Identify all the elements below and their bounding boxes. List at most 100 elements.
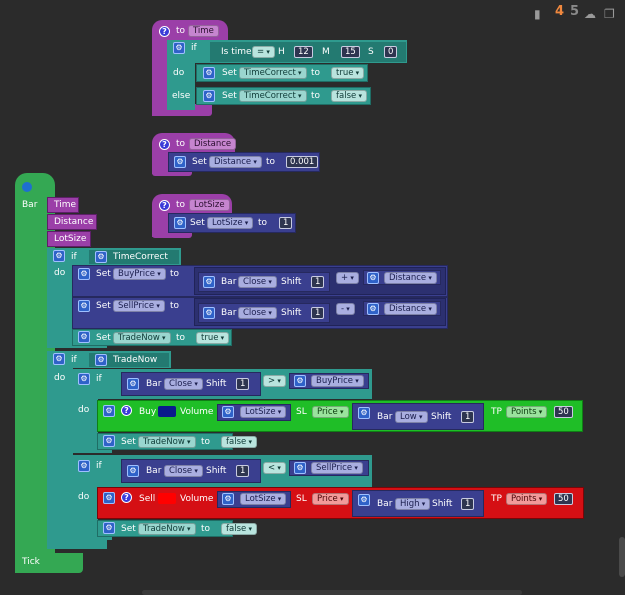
gear-icon[interactable]: ⚙ <box>95 251 107 263</box>
gear-icon[interactable]: ⚙ <box>222 406 234 418</box>
call-distance[interactable]: Distance <box>54 217 94 227</box>
tp-type-dropdown[interactable]: Points <box>506 493 548 505</box>
variable-dropdown[interactable]: Distance <box>384 303 437 315</box>
variable-dropdown[interactable]: LotSize <box>240 406 287 418</box>
variable-dropdown[interactable]: TradeNow <box>138 523 196 535</box>
variable-dropdown[interactable]: TradeNow <box>113 332 171 344</box>
gear-icon[interactable]: ⚙ <box>367 303 379 315</box>
comparison-dropdown[interactable]: = <box>252 46 275 58</box>
gear-icon[interactable]: ⚙ <box>174 156 186 168</box>
gear-icon[interactable]: ⚙ <box>367 272 379 284</box>
price-field-dropdown[interactable]: Close <box>238 307 277 319</box>
call-time[interactable]: Time <box>54 200 77 210</box>
function-name-field[interactable]: Time <box>188 25 219 37</box>
shift-input[interactable]: 1 <box>236 465 250 477</box>
variable-dropdown[interactable]: BuyPrice <box>113 268 166 280</box>
gear-icon[interactable]: ⚙ <box>358 407 370 419</box>
boolean-dropdown[interactable]: true <box>331 67 365 79</box>
variable-dropdown[interactable]: Distance <box>384 272 437 284</box>
boolean-dropdown[interactable]: false <box>331 90 367 102</box>
sl-type-dropdown[interactable]: Price <box>312 493 349 505</box>
sell-color-swatch[interactable] <box>158 493 176 504</box>
value-input[interactable]: 0.001 <box>286 156 319 168</box>
gear-icon[interactable]: ⚙ <box>103 435 115 447</box>
call-lotsize[interactable]: LotSize <box>54 234 87 244</box>
variable-dropdown[interactable]: SellPrice <box>113 300 165 312</box>
gear-icon[interactable]: ⚙ <box>78 331 90 343</box>
horizontal-scrollbar[interactable] <box>142 590 522 595</box>
help-icon[interactable]: ? <box>121 405 132 416</box>
operator-dropdown[interactable]: + <box>336 272 359 284</box>
variable-dropdown[interactable]: SellPrice <box>311 462 363 474</box>
value-input[interactable]: 1 <box>279 217 293 229</box>
buy-color-swatch[interactable] <box>158 406 176 417</box>
variable-dropdown[interactable]: TradeNow <box>138 436 196 448</box>
second-input[interactable]: 0 <box>384 46 398 58</box>
variable-dropdown[interactable]: TimeCorrect <box>239 67 307 79</box>
gear-icon[interactable]: ⚙ <box>127 465 139 477</box>
price-field-dropdown[interactable]: High <box>395 498 431 510</box>
gear-icon[interactable]: ⚙ <box>95 354 107 366</box>
gear-icon[interactable]: ⚙ <box>78 460 90 472</box>
copy-icon[interactable]: ❐ <box>604 7 615 21</box>
document-icon[interactable]: ▮ <box>534 7 541 21</box>
boolean-dropdown[interactable]: false <box>221 523 257 535</box>
gear-icon[interactable]: ⚙ <box>203 276 215 288</box>
tp-input[interactable]: 50 <box>554 406 573 418</box>
shift-input[interactable]: 1 <box>311 276 325 288</box>
gear-icon[interactable]: ⚙ <box>53 250 65 262</box>
gear-icon[interactable]: ⚙ <box>78 373 90 385</box>
variable-dropdown[interactable]: TimeCorrect <box>239 90 307 102</box>
help-icon[interactable]: ? <box>159 26 170 37</box>
price-field-dropdown[interactable]: Close <box>238 276 277 288</box>
price-field-dropdown[interactable]: Close <box>164 378 203 390</box>
help-icon[interactable]: ? <box>159 200 170 211</box>
boolean-dropdown[interactable]: true <box>196 332 230 344</box>
shift-input[interactable]: 1 <box>461 498 475 510</box>
shift-input[interactable]: 1 <box>311 307 325 319</box>
sl-type-dropdown[interactable]: Price <box>312 406 349 418</box>
variable-dropdown[interactable]: BuyPrice <box>311 375 364 387</box>
operator-dropdown[interactable]: - <box>336 303 355 315</box>
gear-icon[interactable]: ⚙ <box>294 375 306 387</box>
tp-input[interactable]: 50 <box>554 493 573 505</box>
gear-icon[interactable]: ⚙ <box>203 307 215 319</box>
variable-dropdown[interactable]: LotSize <box>240 493 287 505</box>
function-name-field[interactable]: Distance <box>189 138 237 150</box>
variable-dropdown[interactable]: Distance <box>209 156 262 168</box>
cloud-icon[interactable]: ☁ <box>584 7 596 21</box>
gear-icon[interactable]: ⚙ <box>294 462 306 474</box>
operator-dropdown[interactable]: > <box>263 375 286 387</box>
help-icon[interactable]: ? <box>121 492 132 503</box>
condition-variable[interactable]: TimeCorrect <box>113 252 168 262</box>
price-field-dropdown[interactable]: Low <box>395 411 428 423</box>
gear-icon[interactable]: ⚙ <box>127 378 139 390</box>
gear-icon[interactable]: ⚙ <box>78 300 90 312</box>
gear-icon[interactable]: ⚙ <box>78 268 90 280</box>
hour-input[interactable]: 12 <box>294 46 313 58</box>
error-count[interactable]: 5 <box>570 4 580 19</box>
gear-icon[interactable]: ⚙ <box>103 522 115 534</box>
gear-icon[interactable]: ⚙ <box>203 67 215 79</box>
gear-icon[interactable]: ⚙ <box>174 217 186 229</box>
price-field-dropdown[interactable]: Close <box>164 465 203 477</box>
gear-icon[interactable]: ⚙ <box>173 42 185 54</box>
warning-count[interactable]: 4 <box>555 4 565 19</box>
gear-icon[interactable]: ⚙ <box>222 493 234 505</box>
shift-input[interactable]: 1 <box>236 378 250 390</box>
tp-type-dropdown[interactable]: Points <box>506 406 548 418</box>
gear-icon[interactable]: ⚙ <box>203 90 215 102</box>
variable-dropdown[interactable]: LotSize <box>207 217 254 229</box>
condition-variable[interactable]: TradeNow <box>113 355 158 365</box>
gear-icon[interactable]: ⚙ <box>103 405 115 417</box>
gear-icon[interactable]: ⚙ <box>358 494 370 506</box>
operator-dropdown[interactable]: < <box>263 462 286 474</box>
boolean-dropdown[interactable]: false <box>221 436 257 448</box>
vertical-scrollbar[interactable] <box>619 537 625 577</box>
shift-input[interactable]: 1 <box>461 411 475 423</box>
minute-input[interactable]: 15 <box>341 46 360 58</box>
gear-icon[interactable]: ⚙ <box>53 353 65 365</box>
function-name-field[interactable]: LotSize <box>189 199 230 211</box>
help-icon[interactable]: ? <box>159 139 170 150</box>
gear-icon[interactable]: ⚙ <box>103 492 115 504</box>
